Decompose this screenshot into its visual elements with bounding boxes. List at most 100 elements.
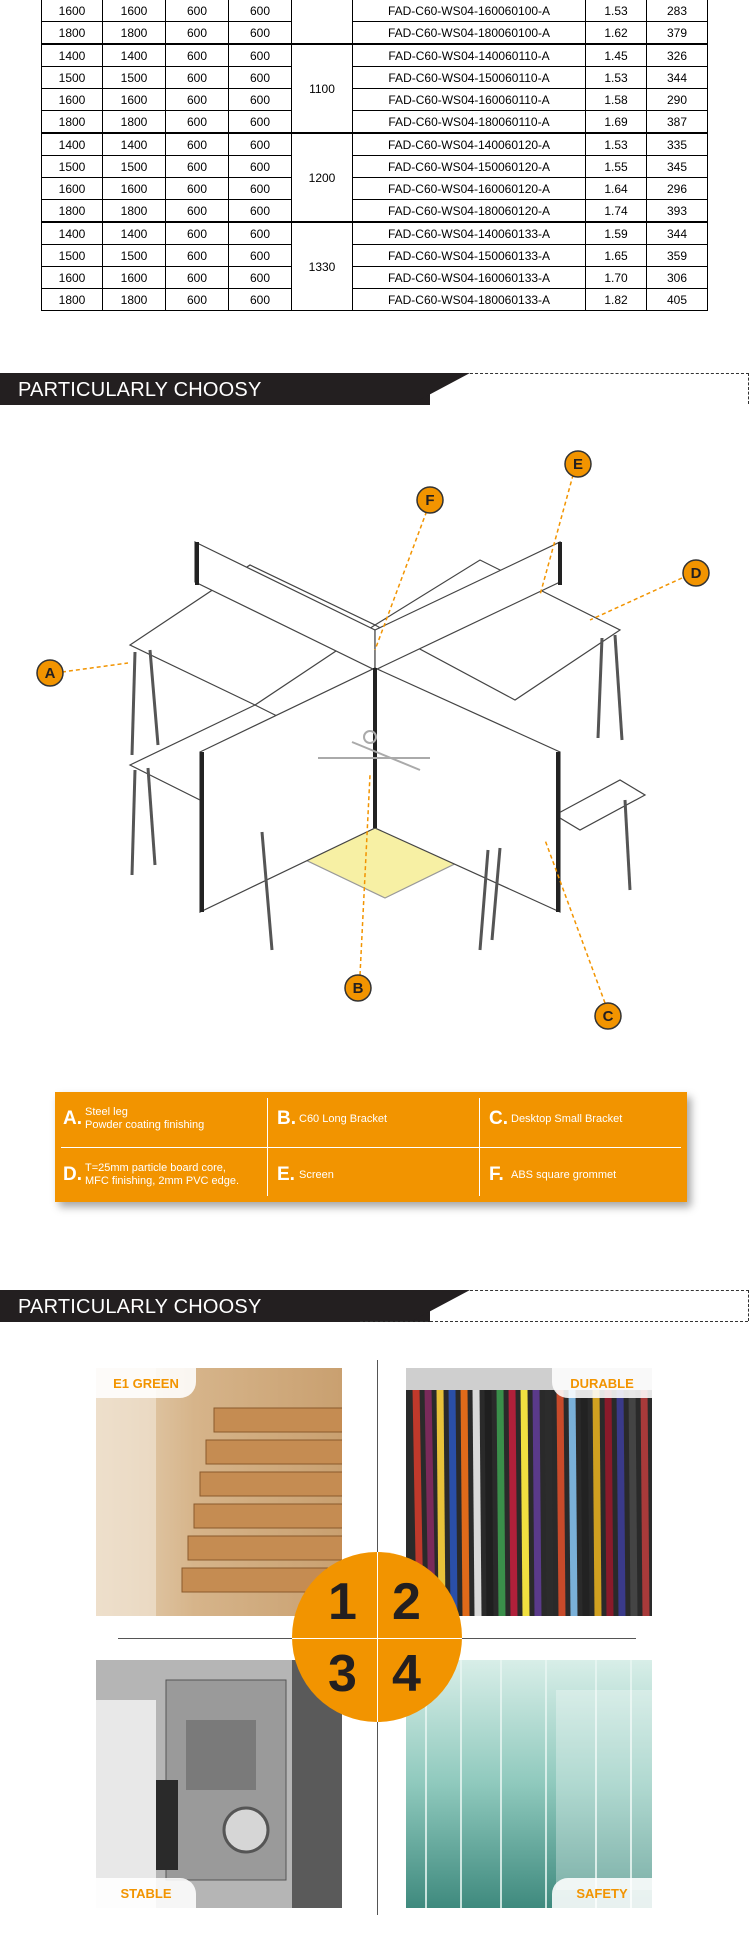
table-cell: 600 bbox=[228, 155, 292, 178]
table-cell: 600 bbox=[165, 66, 229, 89]
legend-divider bbox=[61, 1147, 681, 1148]
table-cell: 1600 bbox=[102, 266, 166, 289]
table-cell: 1600 bbox=[102, 0, 166, 22]
table-cell: 1.53 bbox=[585, 132, 647, 156]
table-row: 1500 1500 600 600 FAD-C60-WS04-150060110… bbox=[41, 66, 708, 89]
photo-safety: SAFETY bbox=[406, 1660, 652, 1908]
table-row: 1800 1800 600 600 FAD-C60-WS04-180060100… bbox=[41, 21, 708, 45]
table-cell: 1800 bbox=[102, 288, 166, 311]
table-cell: 393 bbox=[646, 199, 708, 223]
table-cell: FAD-C60-WS04-160060120-A bbox=[352, 177, 586, 200]
table-row: 1800 1800 600 600 FAD-C60-WS04-180060133… bbox=[41, 288, 708, 311]
legend-text: Desktop Small Bracket bbox=[511, 1112, 623, 1125]
table-cell: 600 bbox=[228, 43, 292, 67]
table-cell: 1.58 bbox=[585, 88, 647, 111]
table-cell: 1600 bbox=[41, 177, 103, 200]
table-cell: 1.74 bbox=[585, 199, 647, 223]
table-cell: 1600 bbox=[41, 266, 103, 289]
feature-tag: SAFETY bbox=[552, 1878, 652, 1908]
table-cell: 600 bbox=[228, 221, 292, 245]
table-cell: 600 bbox=[165, 288, 229, 311]
table-row: 1600 1600 600 600 FAD-C60-WS04-160060133… bbox=[41, 266, 708, 289]
table-cell: 1.70 bbox=[585, 266, 647, 289]
table-cell: 1.65 bbox=[585, 244, 647, 267]
legend-text: ABS square grommet bbox=[511, 1168, 617, 1181]
banner-slant bbox=[410, 373, 470, 405]
table-cell: 600 bbox=[228, 132, 292, 156]
glass-image bbox=[425, 1660, 652, 1908]
table-cell: 600 bbox=[165, 199, 229, 223]
table-cell: 600 bbox=[228, 88, 292, 111]
legend-text: C60 Long Bracket bbox=[299, 1112, 388, 1125]
svg-text:D: D bbox=[691, 565, 702, 582]
section-banner: PARTICULARLY CHOOSY bbox=[0, 373, 750, 405]
svg-text:F: F bbox=[425, 492, 434, 509]
table-cell: 1400 bbox=[41, 221, 103, 245]
photo-durable: DURABLE bbox=[406, 1368, 652, 1616]
table-cell: 600 bbox=[228, 66, 292, 89]
table-cell: 1500 bbox=[102, 66, 166, 89]
spec-table: 1600 1600 600 600 FAD-C60-WS04-160060100… bbox=[41, 0, 708, 311]
feature-number: 1 bbox=[328, 1573, 357, 1631]
table-cell: 405 bbox=[646, 288, 708, 311]
table-row: 1500 1500 600 600 FAD-C60-WS04-150060120… bbox=[41, 155, 708, 178]
table-cell: 1600 bbox=[41, 88, 103, 111]
legend-item-c: C. Desktop Small Bracket bbox=[481, 1092, 691, 1146]
table-row: 1400 1400 600 600 1200 FAD-C60-WS04-1400… bbox=[41, 132, 708, 223]
svg-text:A: A bbox=[45, 665, 56, 682]
banner-dash bbox=[470, 1290, 749, 1321]
legend-text: Screen bbox=[299, 1168, 334, 1181]
table-cell bbox=[291, 0, 353, 45]
table-cell: 600 bbox=[165, 132, 229, 156]
table-cell: 600 bbox=[228, 21, 292, 45]
feature-number: 4 bbox=[392, 1645, 421, 1703]
table-cell: 1.64 bbox=[585, 177, 647, 200]
table-cell: 600 bbox=[165, 88, 229, 111]
legend-letter: D. bbox=[63, 1164, 82, 1185]
table-cell: 1400 bbox=[41, 43, 103, 67]
legend-item-b: B. C60 Long Bracket bbox=[269, 1092, 479, 1146]
table-cell: 1800 bbox=[102, 21, 166, 45]
circle-divider bbox=[377, 1552, 378, 1722]
boards-image bbox=[96, 1368, 342, 1616]
table-cell: 600 bbox=[228, 199, 292, 223]
photo-e1-green: E1 GREEN bbox=[96, 1368, 342, 1616]
section-title: PARTICULARLY CHOOSY bbox=[18, 379, 262, 401]
table-row: 1800 1800 600 600 FAD-C60-WS04-180060110… bbox=[41, 110, 708, 134]
table-cell: FAD-C60-WS04-140060110-A bbox=[352, 43, 586, 67]
table-cell: 1800 bbox=[41, 21, 103, 45]
feature-grid: E1 GREEN DURABLE bbox=[0, 1360, 750, 1920]
cables-image bbox=[406, 1368, 652, 1616]
table-cell: 326 bbox=[646, 43, 708, 67]
callout-e: E bbox=[564, 450, 592, 478]
table-row: 1600 1600 600 600 FAD-C60-WS04-160060120… bbox=[41, 177, 708, 200]
table-cell: 1800 bbox=[102, 199, 166, 223]
table-cell: FAD-C60-WS04-140060133-A bbox=[352, 221, 586, 245]
legend-item-e: E. Screen bbox=[269, 1148, 479, 1202]
feature-tag: STABLE bbox=[96, 1878, 196, 1908]
legend-letter: C. bbox=[489, 1108, 508, 1129]
callout-c: C bbox=[594, 1002, 622, 1030]
table-row: 1500 1500 600 600 FAD-C60-WS04-150060133… bbox=[41, 244, 708, 267]
table-cell: 600 bbox=[228, 288, 292, 311]
table-cell: 1.45 bbox=[585, 43, 647, 67]
banner-dash bbox=[360, 1321, 748, 1322]
table-cell: FAD-C60-WS04-150060133-A bbox=[352, 244, 586, 267]
table-cell: 1600 bbox=[102, 88, 166, 111]
table-cell: 1.59 bbox=[585, 221, 647, 245]
table-cell: 1800 bbox=[102, 110, 166, 134]
table-cell: 1500 bbox=[41, 66, 103, 89]
callout-a: A bbox=[36, 659, 64, 687]
callout-d: D bbox=[682, 559, 710, 587]
table-cell: 600 bbox=[165, 155, 229, 178]
table-cell-height: 1200 bbox=[291, 132, 353, 223]
banner-bar bbox=[0, 373, 430, 405]
table-cell: FAD-C60-WS04-150060110-A bbox=[352, 66, 586, 89]
table-cell: FAD-C60-WS04-180060120-A bbox=[352, 199, 586, 223]
machine-image bbox=[96, 1660, 342, 1908]
table-cell: 600 bbox=[228, 244, 292, 267]
table-cell: 600 bbox=[165, 266, 229, 289]
legend-text: T=25mm particle board core,MFC finishing… bbox=[85, 1162, 240, 1187]
